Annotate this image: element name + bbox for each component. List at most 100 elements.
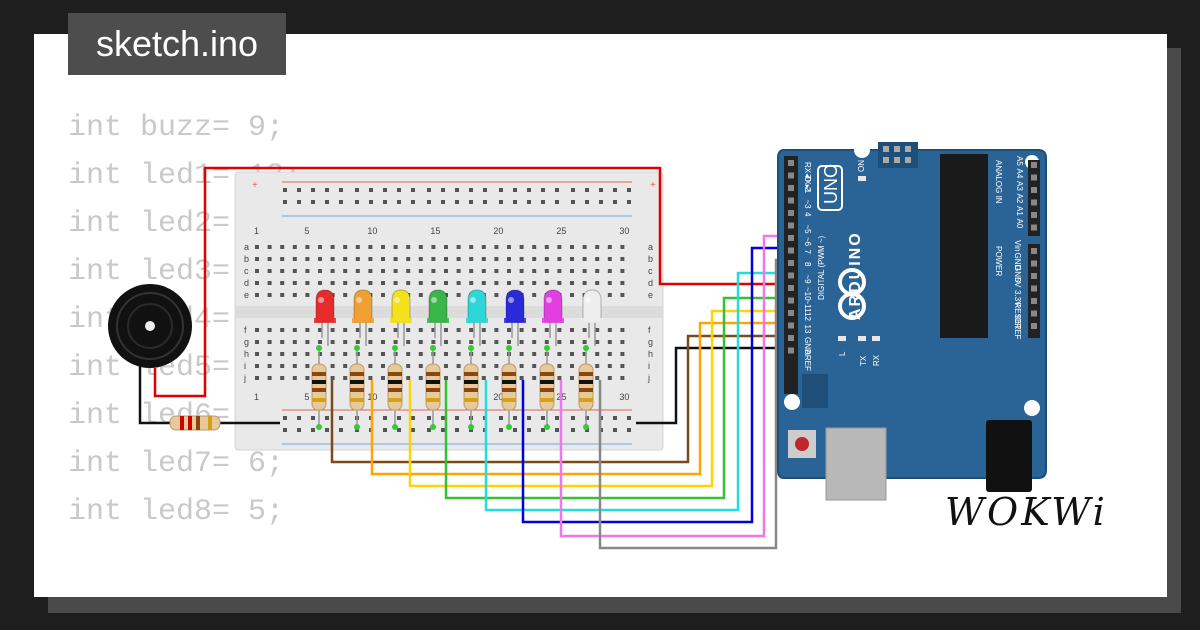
- resistor-band: [426, 380, 440, 384]
- breadboard-hole: [469, 281, 474, 285]
- resistor-band: [350, 388, 364, 392]
- resistor-band: [464, 398, 478, 402]
- led-highlight: [431, 297, 437, 303]
- breadboard-hole: [305, 269, 310, 273]
- digital-pin[interactable]: [788, 322, 794, 329]
- digital-pin[interactable]: [788, 310, 794, 316]
- digital-pin[interactable]: [788, 260, 794, 266]
- row-letter: c: [244, 266, 249, 276]
- breadboard-hole: [494, 340, 499, 344]
- row-letter: g: [648, 337, 653, 347]
- power-pin-label: 5V: [1013, 278, 1022, 288]
- rx-led: [872, 336, 880, 341]
- rail-hole: [513, 416, 517, 420]
- breadboard-hole: [431, 269, 436, 273]
- breadboard-hole: [267, 376, 272, 380]
- breadboard-hole: [456, 245, 461, 249]
- row-letter: b: [244, 254, 249, 264]
- digital-pin-label: 7: [803, 250, 812, 255]
- power-pin[interactable]: [1031, 310, 1037, 317]
- file-name-tab[interactable]: sketch.ino: [68, 13, 286, 75]
- breadboard-hole: [355, 281, 360, 285]
- breadboard-hole: [620, 245, 625, 249]
- rail-plus-label: +: [650, 180, 656, 191]
- breadboard-hole: [444, 269, 448, 273]
- breadboard-hole: [418, 293, 423, 297]
- power-pin-label: GND: [1013, 253, 1022, 271]
- row-letter: d: [648, 278, 653, 288]
- rail-hole: [441, 416, 445, 420]
- breadboard-hole: [292, 245, 297, 249]
- breadboard-hole: [280, 352, 285, 356]
- breadboard-hole: [406, 328, 411, 332]
- rail-hole: [383, 200, 387, 204]
- power-pin-label: RESET: [1013, 303, 1022, 330]
- breadboard-hole: [343, 257, 348, 261]
- breadboard-hole: [267, 281, 272, 285]
- rail-hole: [325, 416, 329, 420]
- breadboard-hole: [519, 340, 524, 344]
- breadboard-hole: [532, 257, 537, 261]
- led-rim: [581, 318, 603, 323]
- digital-pin[interactable]: [788, 347, 794, 354]
- breadboard-hole: [305, 364, 310, 368]
- breadboard-hole: [280, 340, 285, 344]
- power-pin[interactable]: [1031, 298, 1037, 304]
- digital-pin[interactable]: [788, 247, 794, 254]
- power-pin[interactable]: [1031, 285, 1037, 292]
- analog-pin[interactable]: [1031, 162, 1037, 168]
- digital-pin[interactable]: [788, 185, 794, 191]
- digital-pin[interactable]: [788, 285, 794, 291]
- digital-pin[interactable]: [788, 210, 794, 216]
- breadboard-hole: [582, 269, 587, 273]
- digital-pin[interactable]: [788, 272, 794, 279]
- connection-dot: [316, 424, 322, 430]
- led-signal-wire: [559, 234, 790, 538]
- breadboard-hole: [607, 281, 612, 285]
- row-letter: g: [244, 337, 249, 347]
- power-pin[interactable]: [1031, 260, 1037, 267]
- breadboard-hole: [582, 281, 587, 285]
- breadboard-hole: [444, 352, 448, 356]
- breadboard-hole: [620, 364, 625, 368]
- breadboard-hole: [355, 245, 360, 249]
- analog-pin[interactable]: [1031, 212, 1037, 218]
- rail-hole: [455, 416, 459, 420]
- led-signal-wire: [484, 271, 790, 512]
- breadboard-hole: [255, 328, 259, 332]
- breadboard-hole: [406, 269, 411, 273]
- resistor-band: [502, 388, 516, 392]
- breadboard-hole: [620, 293, 625, 297]
- breadboard-hole: [532, 328, 537, 332]
- connection-dot: [354, 345, 360, 351]
- icsp-pin: [883, 157, 889, 163]
- analog-pin[interactable]: [1031, 187, 1037, 193]
- breadboard-hole: [393, 257, 398, 261]
- analog-pin[interactable]: [1031, 174, 1037, 181]
- breadboard-hole: [267, 293, 272, 297]
- digital-pin[interactable]: [788, 235, 794, 241]
- analog-pin[interactable]: [1031, 199, 1037, 206]
- connection-dot: [430, 345, 436, 351]
- breadboard-hole: [381, 352, 385, 356]
- digital-pin[interactable]: [788, 197, 794, 204]
- breadboard-hole: [292, 293, 297, 297]
- breadboard-hole: [557, 364, 562, 368]
- power-pin[interactable]: [1031, 273, 1037, 279]
- resistor-band: [464, 372, 478, 376]
- led-signal-wire: [330, 334, 790, 464]
- power-pin[interactable]: [1031, 248, 1037, 254]
- breadboard-hole: [557, 257, 562, 261]
- breadboard-hole: [381, 257, 385, 261]
- digital-pin[interactable]: [788, 335, 794, 341]
- digital-pin[interactable]: [788, 222, 794, 229]
- digital-pin[interactable]: [788, 297, 794, 304]
- power-pin[interactable]: [1031, 323, 1037, 329]
- column-number: 1: [254, 392, 259, 402]
- on-led: [858, 176, 866, 181]
- reset-button-cap[interactable]: [795, 437, 809, 451]
- digital-pin[interactable]: [788, 172, 794, 179]
- digital-pin[interactable]: [788, 160, 794, 166]
- analog-pin[interactable]: [1031, 224, 1037, 231]
- rail-hole: [325, 188, 329, 192]
